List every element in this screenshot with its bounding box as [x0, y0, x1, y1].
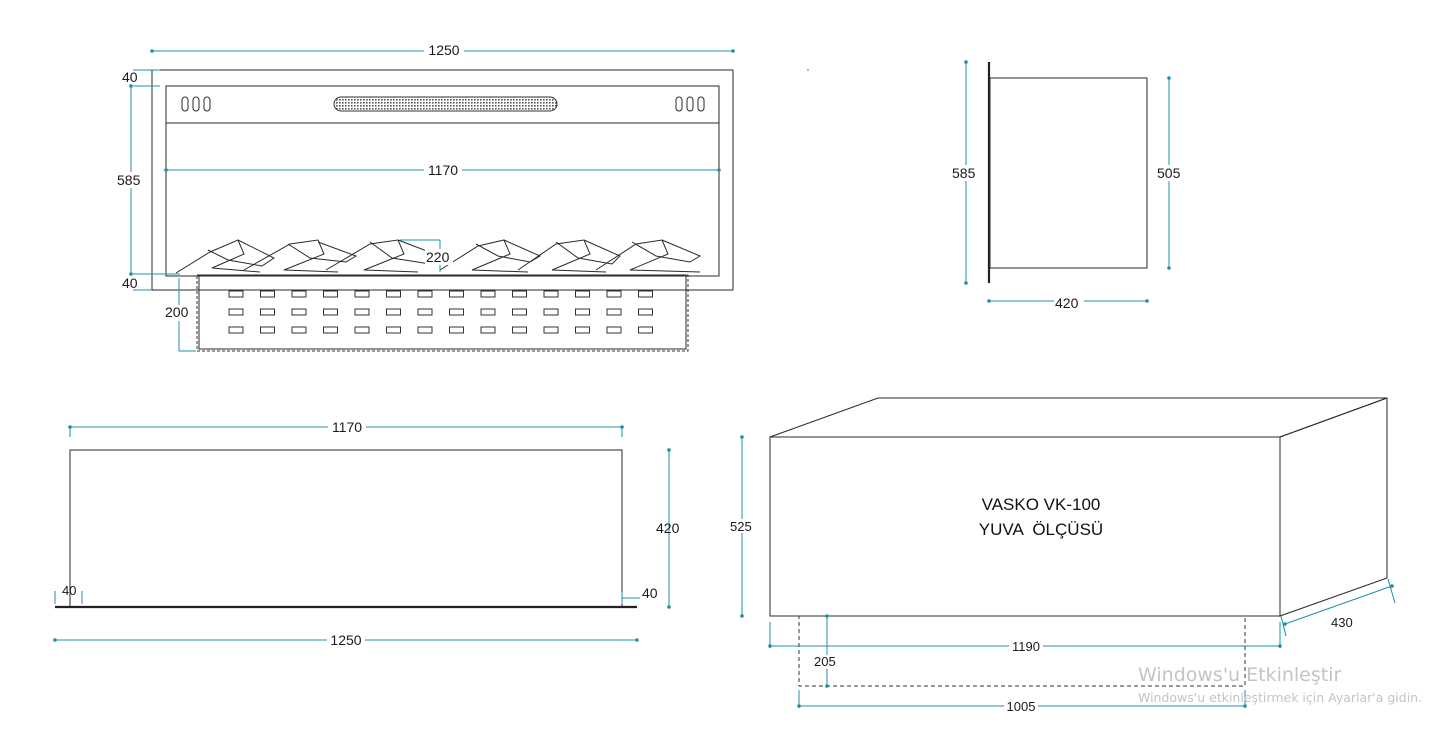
top-left-flange-label: 40: [62, 583, 76, 598]
vent-slot: [417, 308, 433, 316]
front-top-margin-label: 40: [122, 69, 138, 85]
vent-slot: [449, 326, 464, 334]
box-side-face: [1279, 397, 1388, 617]
speaker-grille: [333, 96, 558, 112]
box-bottom-height-label: 205: [814, 654, 836, 669]
vent-slot: [449, 290, 464, 298]
vent-slot: [638, 326, 653, 334]
vent-slot: [543, 290, 559, 298]
vent-slot: [543, 326, 559, 334]
box-top-face: [769, 397, 1388, 438]
log-set: [175, 239, 702, 274]
vent-slot: [480, 290, 496, 298]
top-total-width-label: 1250: [330, 632, 361, 648]
box-view: VASKO VK-100 YUVA ÖLÇÜSÜ 525 1190 430 20…: [729, 397, 1396, 714]
front-tray-height-label: 200: [165, 304, 189, 320]
vent-slot: [354, 290, 370, 298]
vent-slot: [480, 326, 496, 334]
side-body: [989, 77, 1148, 269]
ember-tray-inner: [198, 274, 687, 350]
vent-slot: [291, 326, 307, 334]
vent-slot: [606, 326, 622, 334]
vent-slot: [323, 290, 338, 298]
vent-slot: [386, 290, 401, 298]
side-view: 585 505 420: [951, 60, 1186, 311]
left-buttons: [181, 96, 211, 112]
vent-slot: [228, 308, 244, 316]
vent-slot: [575, 308, 590, 316]
front-inner-frame: [165, 85, 720, 277]
box-width-label: 1190: [1012, 639, 1040, 654]
vent-slot: [291, 308, 307, 316]
activation-watermark-title: Windows'u Etkinleştir: [1138, 664, 1342, 686]
front-log-height-label: 220: [426, 249, 450, 265]
vent-slot: [323, 308, 338, 316]
top-body: [69, 449, 623, 608]
vent-slot: [543, 308, 559, 316]
vent-slot: [638, 290, 653, 298]
vent-slot: [323, 326, 338, 334]
side-depth-label: 420: [1055, 295, 1079, 311]
front-total-width-label: 1250: [428, 42, 459, 58]
vent-slot: [260, 326, 275, 334]
vent-slot: [228, 290, 244, 298]
box-bottom-width-label: 1005: [1007, 699, 1036, 714]
vent-slot: [606, 308, 622, 316]
vent-slot: [228, 326, 244, 334]
box-bottom-recess: [798, 615, 1246, 687]
vent-slot: [417, 290, 433, 298]
vent-slot: [291, 290, 307, 298]
vent-slot: [354, 326, 370, 334]
ember-tray: [196, 274, 689, 352]
box-height-label: 525: [730, 519, 752, 534]
vent-slot: [575, 326, 590, 334]
box-depth-label: 430: [1331, 615, 1353, 630]
top-inner-width-label: 1170: [332, 419, 362, 435]
vent-slot: [386, 326, 401, 334]
front-view: 1250 40 585 40 1170 220 200: [116, 42, 735, 352]
side-body-height-label: 505: [1157, 165, 1181, 181]
vent-slot: [260, 308, 275, 316]
box-title-line1: VASKO VK-100: [982, 495, 1101, 514]
activation-watermark-subtitle: Windows'u etkinleştirmek için Ayarlar'a …: [1138, 690, 1423, 705]
front-inner-width-label: 1170: [428, 162, 458, 178]
vent-slot: [449, 308, 464, 316]
side-total-height-label: 585: [952, 165, 976, 181]
vent-slot: [354, 308, 370, 316]
tray-vents: [228, 290, 653, 334]
vent-slot: [512, 290, 527, 298]
vent-slot: [480, 308, 496, 316]
vent-slot: [512, 308, 527, 316]
box-title-line2: YUVA ÖLÇÜSÜ: [979, 520, 1103, 539]
top-right-flange-label: 40: [642, 585, 658, 601]
vent-slot: [386, 308, 401, 316]
right-buttons: [675, 96, 705, 112]
vent-slot: [606, 290, 622, 298]
front-outer-frame: [151, 69, 734, 291]
vent-slot: [417, 326, 433, 334]
vent-slot: [638, 308, 653, 316]
vent-slot: [260, 290, 275, 298]
vent-slot: [512, 326, 527, 334]
vent-slot: [575, 290, 590, 298]
top-depth-label: 420: [656, 520, 680, 536]
stray-dot: [807, 69, 809, 71]
front-height-label: 585: [117, 172, 141, 188]
top-view: 1170 420 40 40 1250: [53, 419, 680, 648]
front-bottom-margin-label: 40: [122, 275, 138, 291]
